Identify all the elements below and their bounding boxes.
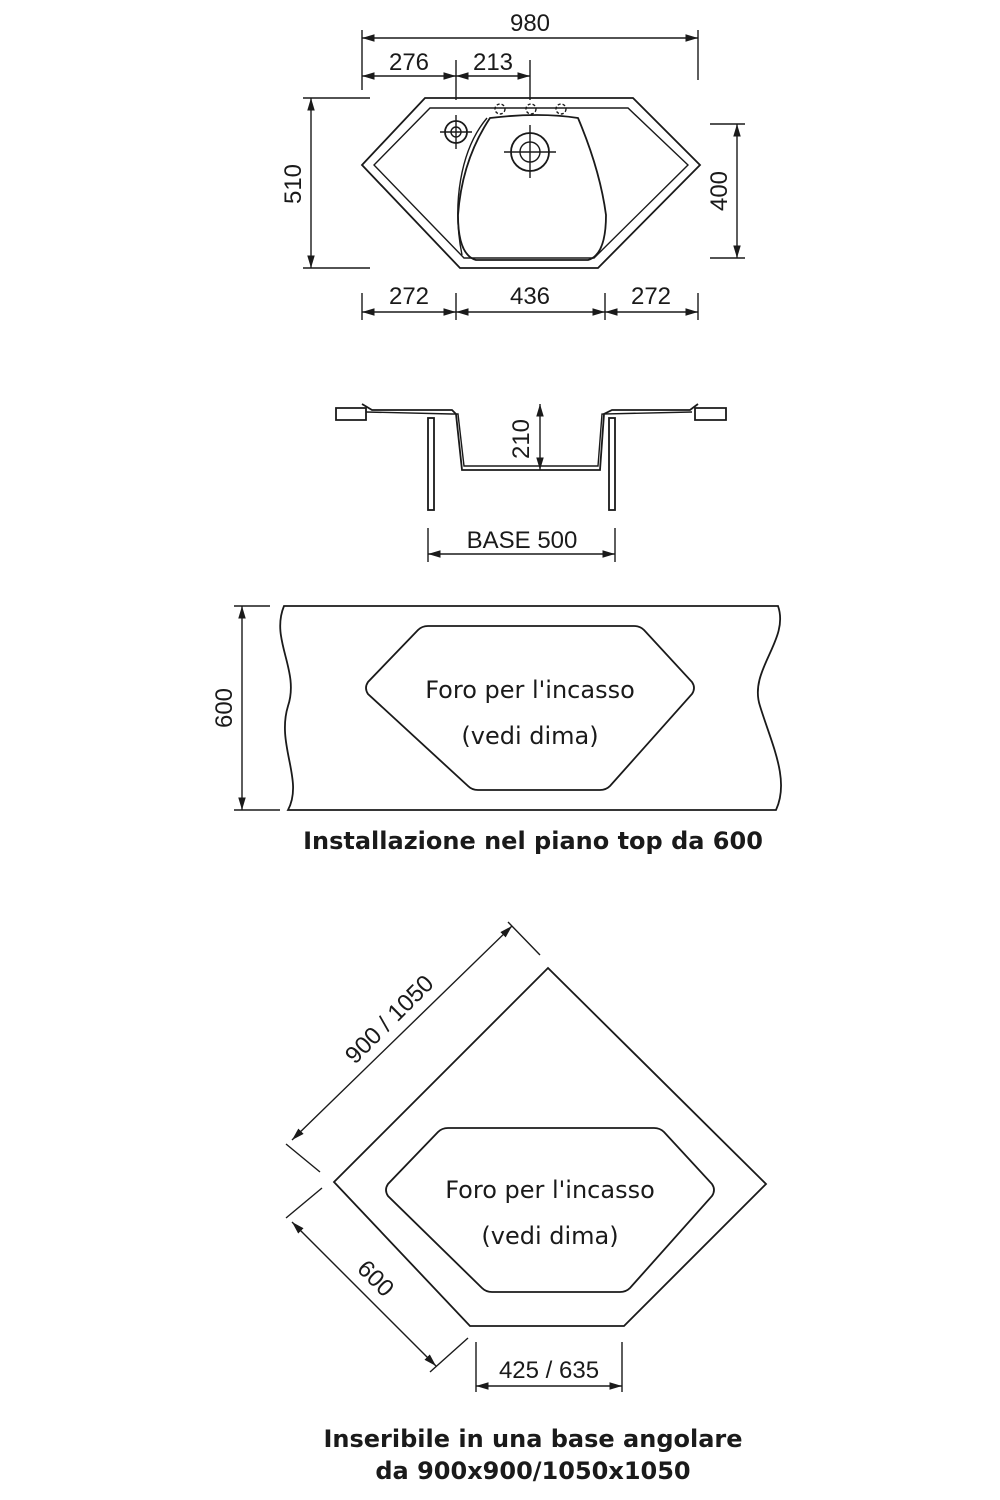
cutout-label-line1: Foro per l'incasso (425, 676, 635, 704)
worktop-right (694, 407, 727, 421)
cabinet-side-right (608, 417, 616, 511)
dim-base-500: BASE 500 (467, 527, 578, 554)
section-view: 210 BASE 500 (335, 403, 727, 562)
dim-400: 400 (706, 171, 733, 211)
worktop-600 (279, 605, 782, 811)
dim-213: 213 (473, 49, 513, 76)
install-600-view: Foro per l'incasso (vedi dima) 600 Insta… (211, 605, 782, 855)
dim-600: 600 (211, 688, 238, 728)
corner-install-view: Foro per l'incasso (vedi dima) 900 / 105… (285, 921, 768, 1485)
dim-210: 210 (508, 419, 535, 459)
caption-corner-line1: Inseribile in una base angolare (323, 1425, 742, 1453)
dim-425-635: 425 / 635 (499, 1357, 599, 1384)
dim-980: 980 (510, 10, 550, 37)
cutout-600 (365, 625, 695, 791)
tap-holes (494, 103, 567, 115)
dim-272-right: 272 (631, 283, 671, 310)
overflow-icon (440, 115, 472, 149)
dim-900-1050: 900 / 1050 (340, 970, 439, 1069)
corner-cutout (385, 1127, 715, 1293)
corner-cutout-label-line1: Foro per l'incasso (445, 1176, 655, 1204)
caption-corner-line2: da 900x900/1050x1050 (375, 1457, 690, 1485)
cabinet-side-left (427, 417, 435, 511)
drain-icon (504, 125, 556, 178)
caption-install-600: Installazione nel piano top da 600 (303, 827, 763, 855)
corner-base-outline (332, 966, 768, 1327)
cutout-label-line2: (vedi dima) (461, 722, 598, 750)
sink-outline (360, 97, 702, 269)
dim-corner-600: 600 (352, 1255, 399, 1302)
worktop-left (335, 407, 367, 421)
corner-cutout-label-line2: (vedi dima) (481, 1222, 618, 1250)
top-view: 980 276 213 510 400 272 436 272 (280, 10, 745, 320)
dim-436: 436 (510, 283, 550, 310)
dim-510: 510 (280, 164, 307, 204)
sink-rim (373, 107, 690, 259)
sink-profile (361, 403, 699, 471)
dim-276: 276 (389, 49, 429, 76)
bowl-outline (457, 114, 607, 261)
dim-272-left: 272 (389, 283, 429, 310)
